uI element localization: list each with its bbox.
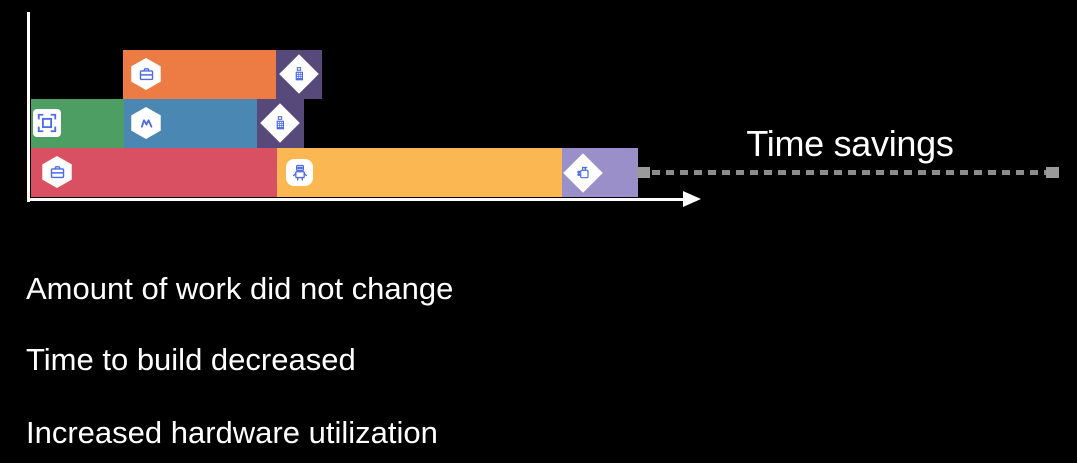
robot-square-icon xyxy=(286,159,313,186)
camera-diamond-icon xyxy=(563,153,603,193)
bullet-amount-of-work: Amount of work did not change xyxy=(26,271,454,306)
time-savings-label: Time savings xyxy=(746,123,954,164)
bar-segment-red-task xyxy=(31,148,277,197)
x-axis-line xyxy=(27,198,687,201)
building-diamond-icon xyxy=(279,54,319,94)
building-diamond-icon xyxy=(260,103,300,143)
x-axis-arrowhead-icon xyxy=(683,191,701,207)
time-savings-dashed-line xyxy=(652,170,1047,175)
dashed-line-end-cap xyxy=(1046,167,1059,178)
y-axis-line xyxy=(27,12,30,202)
bar-segment-yellow-task xyxy=(277,148,562,197)
bullet-time-to-build: Time to build decreased xyxy=(26,342,356,377)
dashed-line-start-cap xyxy=(637,167,650,178)
frame-square-icon xyxy=(33,109,61,137)
bullet-hardware-utilization: Increased hardware utilization xyxy=(26,415,438,450)
